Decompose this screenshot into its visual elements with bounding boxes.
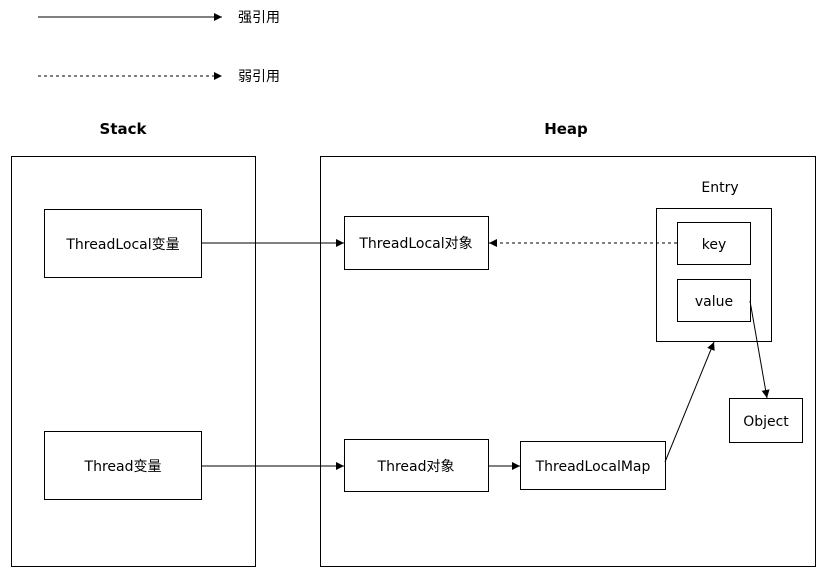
value-box [677,279,751,322]
threadlocal-var-box [44,209,202,278]
thread-obj-label: Thread对象 [377,459,455,475]
threadlocal-obj-label: ThreadLocal对象 [358,236,472,252]
object-box [729,398,803,443]
key-label: key [702,237,727,253]
legend-strong-label: 强引用 [238,10,280,26]
thread-var-label: Thread变量 [84,459,162,475]
threadlocal-obj-box [344,216,489,270]
entry-label: Entry [701,180,738,196]
thread-obj-box [344,439,489,492]
threadlocalmap-label: ThreadLocalMap [535,459,651,475]
value-label: value [695,294,733,310]
legend: 强引用 弱引用 [38,10,280,85]
heap-title: Heap [544,120,588,138]
object-label: Object [743,414,789,430]
arrow-value-to-object [749,300,770,399]
thread-var-box [44,431,202,500]
arrow-map-to-entry [664,341,715,463]
threadlocal-var-label: ThreadLocal变量 [65,237,179,253]
threadlocalmap-box [520,441,666,490]
stack-title: Stack [100,120,148,138]
legend-weak-label: 弱引用 [238,69,280,85]
key-box [677,222,751,265]
